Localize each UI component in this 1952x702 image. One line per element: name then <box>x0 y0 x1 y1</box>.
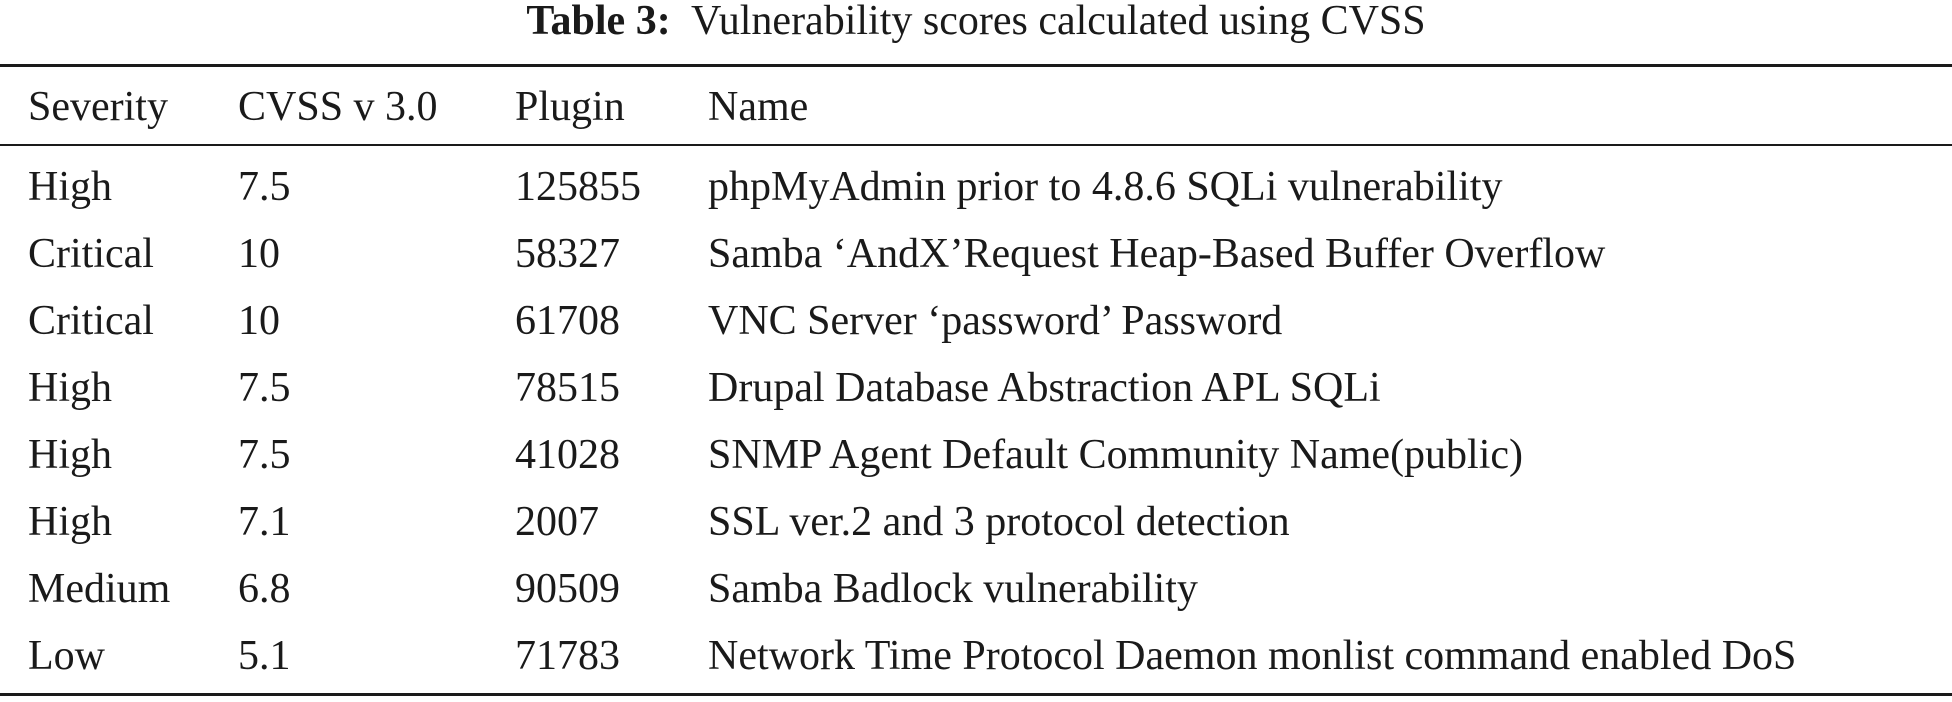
cell-plugin: 90509 <box>515 566 620 612</box>
table-row: Critical 10 58327 Samba ‘AndX’Request He… <box>0 233 1952 300</box>
cell-severity: High <box>28 499 112 545</box>
cell-plugin: 61708 <box>515 298 620 344</box>
table-row: Medium 6.8 90509 Samba Badlock vulnerabi… <box>0 568 1952 635</box>
cell-severity: Low <box>28 633 105 679</box>
cell-cvss: 7.5 <box>238 164 291 210</box>
cell-plugin: 125855 <box>515 164 641 210</box>
cell-name: phpMyAdmin prior to 4.8.6 SQLi vulnerabi… <box>708 164 1503 210</box>
header-name: Name <box>708 84 809 130</box>
cell-plugin: 58327 <box>515 231 620 277</box>
cell-name: Network Time Protocol Daemon monlist com… <box>708 633 1797 679</box>
table-header-rule <box>0 144 1952 146</box>
cell-name: VNC Server ‘password’ Password <box>708 298 1283 344</box>
cell-plugin: 2007 <box>515 499 599 545</box>
cell-severity: High <box>28 365 112 411</box>
table-row: Critical 10 61708 VNC Server ‘password’ … <box>0 300 1952 367</box>
cell-cvss: 7.5 <box>238 365 291 411</box>
table-bottom-rule <box>0 693 1952 696</box>
cell-plugin: 71783 <box>515 633 620 679</box>
cell-cvss: 10 <box>238 298 280 344</box>
caption-text: Vulnerability scores calculated using CV… <box>690 0 1426 44</box>
cell-name: SSL ver.2 and 3 protocol detection <box>708 499 1290 545</box>
table-row: High 7.5 78515 Drupal Database Abstracti… <box>0 367 1952 434</box>
cell-severity: High <box>28 164 112 210</box>
header-cvss: CVSS v 3.0 <box>238 84 438 130</box>
table-row: High 7.1 2007 SSL ver.2 and 3 protocol d… <box>0 501 1952 568</box>
table-row: High 7.5 41028 SNMP Agent Default Commun… <box>0 434 1952 501</box>
cell-severity: Critical <box>28 231 154 277</box>
header-plugin: Plugin <box>515 84 625 130</box>
table-row: Low 5.1 71783 Network Time Protocol Daem… <box>0 635 1952 702</box>
cell-cvss: 7.1 <box>238 499 291 545</box>
caption-label: Table 3: <box>526 0 671 44</box>
cell-cvss: 10 <box>238 231 280 277</box>
table-top-rule <box>0 64 1952 67</box>
cell-name: Drupal Database Abstraction APL SQLi <box>708 365 1381 411</box>
cell-cvss: 6.8 <box>238 566 291 612</box>
cell-severity: Critical <box>28 298 154 344</box>
cell-name: Samba ‘AndX’Request Heap-Based Buffer Ov… <box>708 231 1606 277</box>
cell-cvss: 7.5 <box>238 432 291 478</box>
cell-cvss: 5.1 <box>238 633 291 679</box>
cell-plugin: 78515 <box>515 365 620 411</box>
table-caption: Table 3: Vulnerability scores calculated… <box>0 0 1952 42</box>
table-row: High 7.5 125855 phpMyAdmin prior to 4.8.… <box>0 166 1952 233</box>
cell-name: SNMP Agent Default Community Name(public… <box>708 432 1524 478</box>
cell-severity: Medium <box>28 566 171 612</box>
header-severity: Severity <box>28 84 168 130</box>
cell-name: Samba Badlock vulnerability <box>708 566 1198 612</box>
cell-plugin: 41028 <box>515 432 620 478</box>
table-header-row: Severity CVSS v 3.0 Plugin Name <box>0 86 1952 153</box>
cell-severity: High <box>28 432 112 478</box>
